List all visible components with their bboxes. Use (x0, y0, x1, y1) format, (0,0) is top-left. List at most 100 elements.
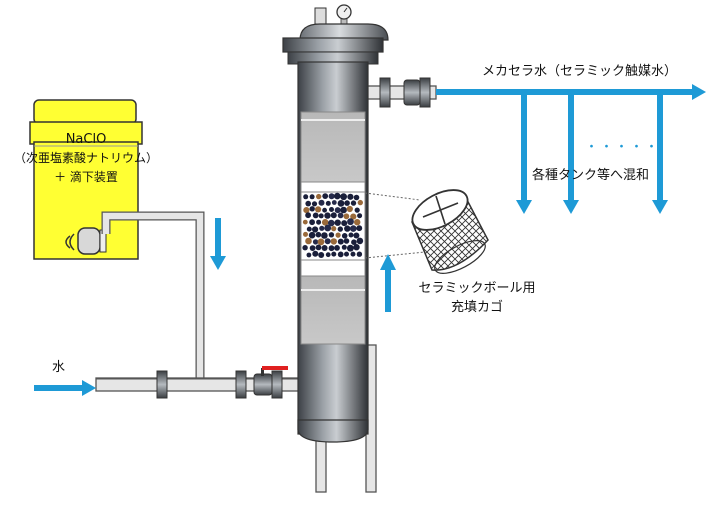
ceramic-ball (337, 212, 344, 219)
ceramic-ball (321, 245, 328, 251)
ceramic-ball (324, 212, 331, 219)
basket-leader (364, 192, 426, 259)
ceramic-ball (343, 238, 350, 244)
arrow-branch-2 (563, 95, 579, 214)
flange (235, 370, 247, 399)
ceramic-ball (357, 213, 363, 219)
naclo-name-label: （次亜塩素酸ナトリウム） (13, 151, 158, 165)
ceramic-ball (328, 232, 335, 238)
ceramic-ball (356, 237, 364, 245)
drip-device-label: ＋ 滴下装置 (54, 170, 118, 184)
ceramic-ball (328, 193, 335, 200)
ceramic-ball (311, 201, 318, 207)
ceramic-ball (315, 206, 322, 213)
ceramic-ball (324, 238, 331, 245)
ceramic-ball (335, 232, 341, 238)
outlet-flanges (379, 77, 431, 108)
ceramic-ball (325, 200, 331, 206)
ceramic-ball (334, 207, 341, 214)
ceramic-ball (312, 239, 319, 245)
ceramic-ball (340, 193, 347, 201)
tank-lid (33, 99, 137, 125)
ceramic-ball (312, 212, 319, 219)
ceramic-ball (303, 194, 309, 200)
ceramic-ball (331, 200, 337, 205)
valve-body (253, 373, 273, 396)
valve-handle-icon (261, 366, 288, 376)
ceramic-ball (334, 192, 341, 200)
ceramic-ball (309, 194, 315, 200)
ceramic-ball (315, 244, 322, 251)
ceramic-ball (347, 218, 354, 226)
ceramic-ball (318, 199, 325, 206)
ceramic-ball (341, 244, 347, 250)
ceramic-ball (350, 213, 357, 220)
ceramic-ball (337, 238, 344, 245)
flange (419, 77, 431, 108)
ceramic-balls (302, 192, 364, 258)
ceramic-ball (321, 232, 328, 239)
ceramic-ball (346, 205, 353, 213)
arrow-branch-3 (652, 95, 668, 214)
output-label: メカセラ水（セラミック触媒水） (482, 64, 678, 79)
ceramic-ball (344, 200, 350, 206)
piping (95, 85, 437, 493)
mesh-basket-icon (411, 189, 489, 274)
ceramic-ball (319, 225, 325, 231)
ceramic-ball (324, 224, 332, 232)
ceramic-ball (316, 193, 322, 200)
ceramic-ball (356, 225, 363, 232)
ceramic-ball (353, 244, 360, 251)
ceramic-ball (357, 199, 363, 206)
ceramic-ball (350, 251, 356, 257)
ceramic-ball (350, 225, 357, 232)
ceramic-ball (337, 251, 344, 258)
pressure-gauge-icon (336, 4, 352, 27)
filter-column (282, 4, 389, 443)
basket-label-line2: 充填カゴ (450, 300, 503, 315)
ceramic-ball (331, 226, 337, 232)
ceramic-ball (344, 251, 349, 257)
ceramic-ball (316, 219, 322, 225)
ceramic-ball (351, 239, 357, 245)
naclo-tank (29, 99, 143, 260)
ceramic-ball (334, 245, 340, 251)
ceramic-ball (318, 252, 325, 258)
ceramic-ball (322, 207, 327, 213)
ceramic-ball (312, 250, 319, 257)
flange (271, 370, 283, 399)
water-in-label: 水 (52, 360, 66, 375)
ceramic-ball (328, 219, 335, 227)
ceramic-ball (356, 251, 363, 257)
ceramic-ball (315, 231, 322, 238)
mixing-label: 各種タンク等へ混和 (532, 168, 650, 183)
ceramic-ball (344, 225, 351, 232)
ceramic-ball (343, 213, 350, 220)
ceramic-ball (347, 244, 354, 252)
ceramic-ball (328, 245, 335, 252)
ceramic-ball (303, 207, 310, 214)
ceramic-ball (329, 207, 334, 212)
ceramic-ball (305, 200, 312, 207)
valve-knob (314, 7, 327, 25)
top-flange (282, 37, 384, 53)
ceramic-ball (303, 231, 308, 237)
ceramic-ball (330, 212, 337, 219)
lower-chamber (300, 275, 366, 345)
arrow-up-flow (380, 254, 396, 312)
ceramic-ball (341, 233, 348, 239)
ceramic-ball (347, 193, 354, 200)
ceramic-ball (309, 245, 316, 252)
naclo-label: NaClO (65, 132, 107, 147)
ceramic-ball (317, 238, 325, 246)
ceramic-ball (309, 219, 315, 226)
ceramic-ball (306, 226, 312, 232)
arrow-branch-1 (516, 95, 532, 214)
ceramic-ball (306, 252, 312, 258)
ceramic-ball (353, 232, 360, 239)
ceramic-ball (312, 226, 319, 233)
ceramic-ball (354, 207, 360, 213)
ceramic-ball (337, 226, 343, 232)
ceramic-ball (321, 219, 329, 226)
